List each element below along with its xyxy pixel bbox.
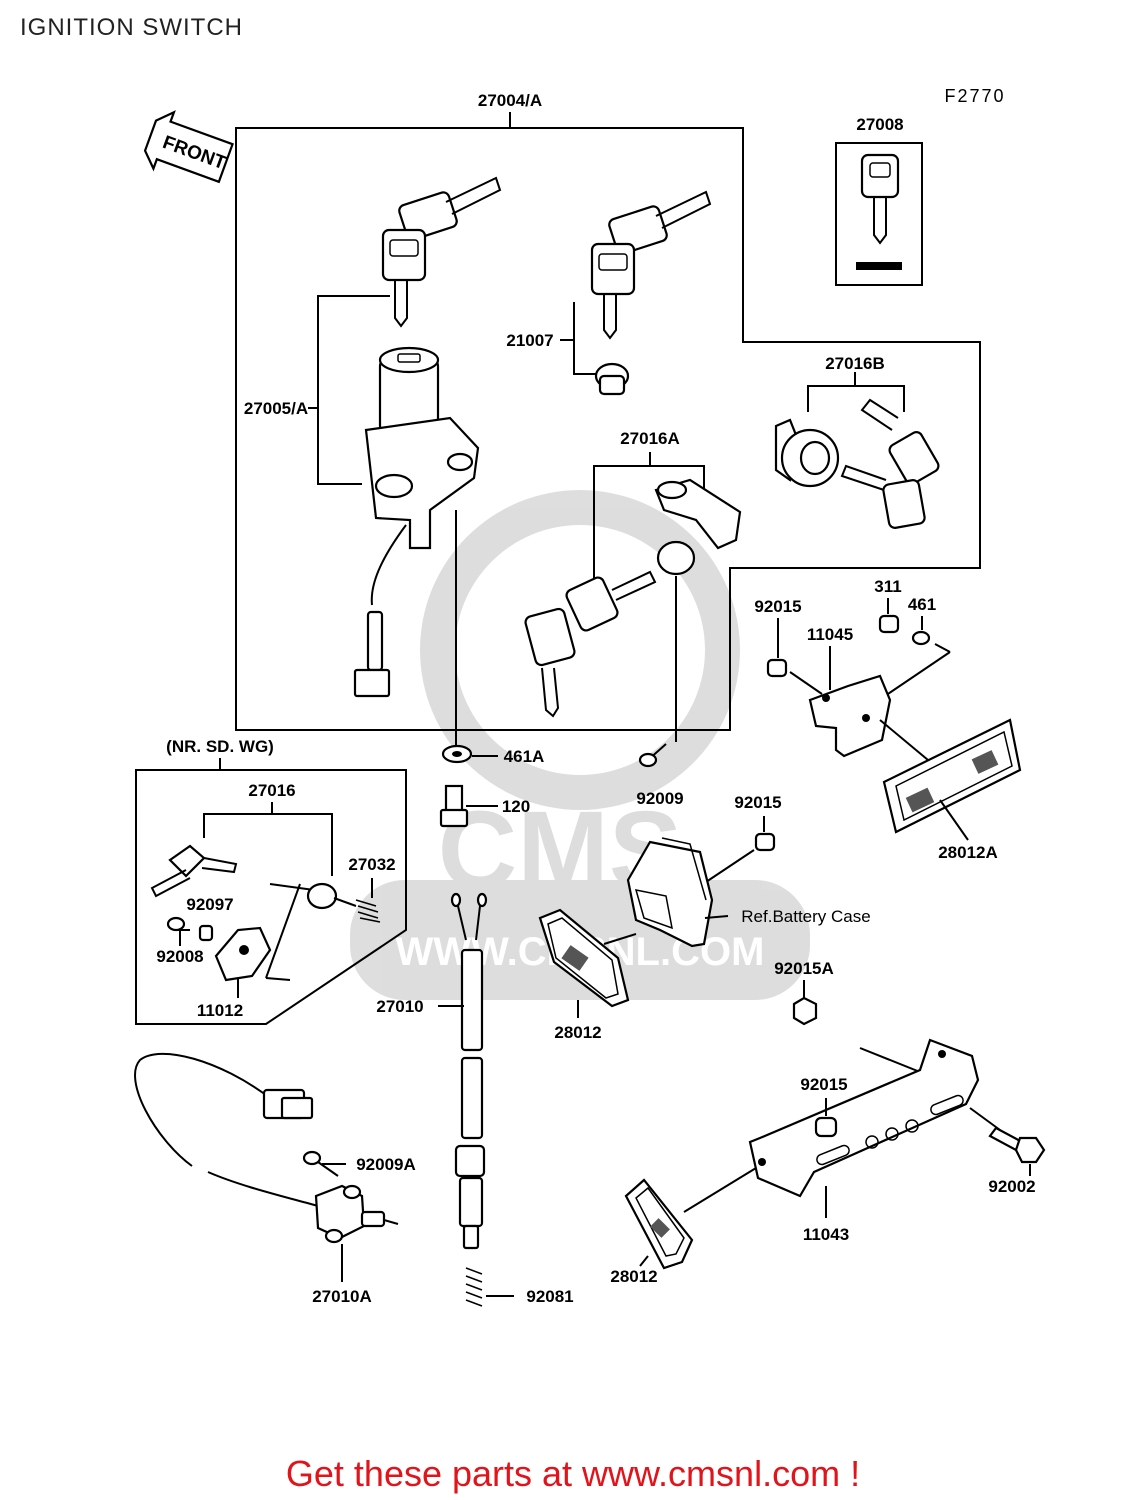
lock-cylinder-icon — [306, 882, 357, 910]
variant-note: (NR. SD. WG) — [166, 737, 274, 756]
helmet-lock-icon — [524, 478, 742, 718]
washer-icon — [911, 630, 931, 646]
reference-note: Ref.Battery Case — [741, 907, 870, 926]
footer-banner[interactable]: Get these parts at www.cmsnl.com ! — [285, 1453, 861, 1494]
part-label-120: 120 — [502, 797, 530, 816]
part-label-92097: 92097 — [186, 895, 233, 914]
part-label-11043: 11043 — [803, 1225, 849, 1244]
ignition-key-icon — [381, 176, 502, 328]
part-label-27004A: 27004/A — [478, 91, 542, 110]
battery-case-ref-icon — [626, 837, 714, 948]
spring-icon — [355, 899, 381, 923]
reflector-icon — [624, 1178, 694, 1270]
nut-icon — [814, 1116, 838, 1138]
screw-icon — [166, 916, 190, 932]
washer-icon — [198, 924, 214, 942]
part-label-28012A: 28012A — [938, 843, 998, 862]
key-icon — [150, 844, 238, 898]
part-label-21007: 21007 — [506, 331, 553, 350]
part-label-27032: 27032 — [348, 855, 395, 874]
part-label-27016A: 27016A — [620, 429, 680, 448]
bracket-icon — [808, 674, 892, 758]
seat-lock-icon — [774, 398, 940, 529]
part-label-92015-a: 92015 — [754, 597, 801, 616]
part-label-92008: 92008 — [156, 947, 203, 966]
part-label-92081: 92081 — [526, 1287, 573, 1306]
part-label-461: 461 — [908, 595, 936, 614]
bolt-icon — [988, 1126, 1046, 1164]
reflector-icon — [538, 908, 630, 1008]
part-label-27016B: 27016B — [825, 354, 885, 373]
part-label-92015-b: 92015 — [734, 793, 781, 812]
ignition-key-icon — [590, 190, 712, 340]
ignition-switch-icon — [353, 346, 480, 698]
part-label-92015A: 92015A — [774, 959, 834, 978]
part-label-28012-a: 28012 — [554, 1023, 601, 1042]
reflector-icon — [882, 718, 1022, 834]
figure-code: F2770 — [944, 86, 1005, 106]
key-icon — [856, 153, 902, 270]
part-label-27008: 27008 — [856, 115, 903, 134]
part-label-92015-c: 92015 — [800, 1075, 847, 1094]
part-label-92002: 92002 — [988, 1177, 1035, 1196]
nut-icon — [766, 658, 788, 678]
nut-icon — [754, 832, 776, 852]
part-label-11012: 11012 — [197, 1001, 243, 1020]
part-label-92009A: 92009A — [356, 1155, 416, 1174]
part-label-28012-b: 28012 — [610, 1267, 657, 1286]
lock-cylinder-icon — [594, 362, 630, 396]
page-title: IGNITION SWITCH — [20, 14, 243, 41]
spring-icon — [465, 1267, 483, 1307]
part-label-27016: 27016 — [248, 781, 295, 800]
part-label-27010A: 27010A — [312, 1287, 372, 1306]
screw-icon — [302, 1150, 339, 1177]
washer-icon — [441, 744, 473, 764]
nut-icon — [878, 614, 900, 634]
nut-icon — [792, 996, 818, 1026]
part-label-461A: 461A — [504, 747, 545, 766]
part-label-27010: 27010 — [376, 997, 423, 1016]
bolt-icon — [439, 784, 469, 828]
lock-plate-icon — [214, 926, 272, 982]
part-label-311: 311 — [874, 577, 901, 596]
part-label-92009: 92009 — [636, 789, 683, 808]
part-label-11045: 11045 — [807, 625, 853, 644]
part-label-27005A: 27005/A — [244, 399, 308, 418]
screw-icon — [638, 743, 667, 768]
wire-lead-icon — [450, 892, 488, 1250]
front-arrow-icon: FRONT — [143, 110, 234, 184]
switch-lead-icon — [134, 1052, 399, 1244]
bracket-icon — [748, 1038, 980, 1198]
